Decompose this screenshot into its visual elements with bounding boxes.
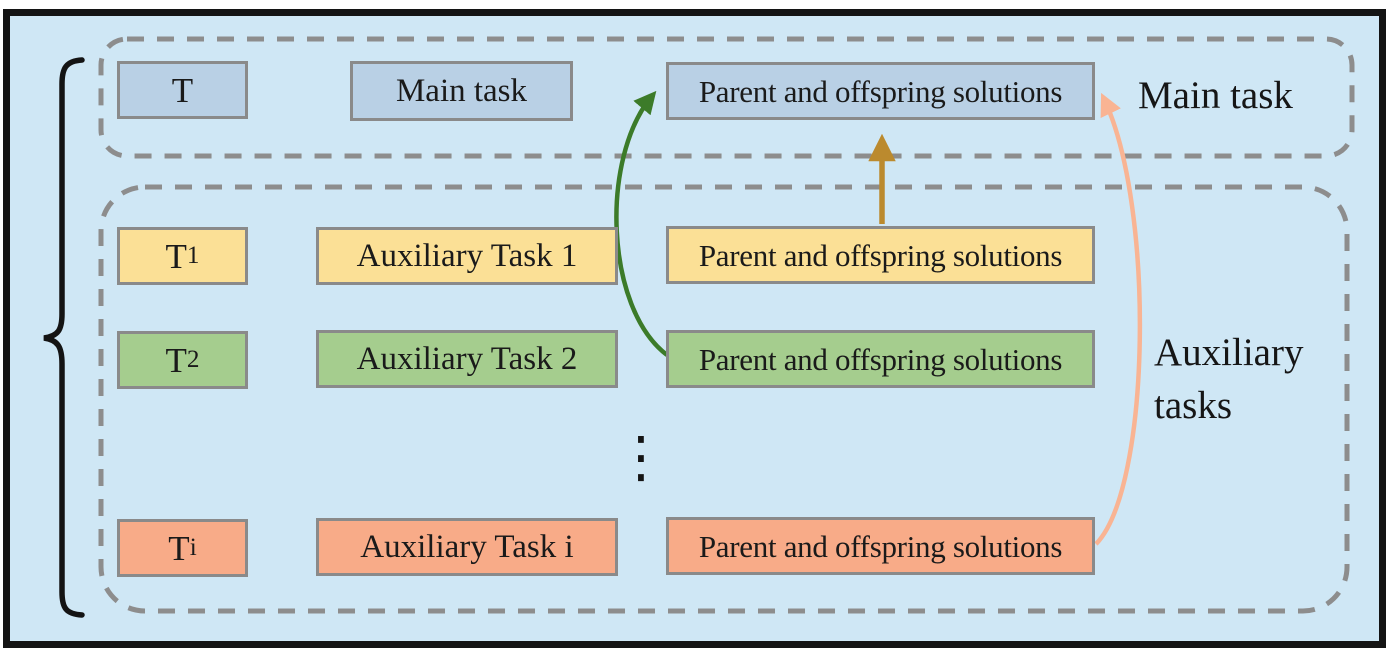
aux-task-1-id-subscript: 1 [186, 242, 200, 270]
aux-task-2-name: Auxiliary Task 2 [356, 340, 578, 377]
main-task-region-label: Main task [1138, 74, 1293, 117]
aux-task-2-solutions-box: Parent and offspring solutions [666, 330, 1095, 388]
aux-task-i-solutions-label: Parent and offspring solutions [698, 528, 1063, 564]
aux-task-i-name-box: Auxiliary Task i [316, 518, 618, 576]
aux-task-1-solutions-label: Parent and offspring solutions [698, 237, 1063, 273]
main-task-name-box: Main task [350, 61, 573, 121]
aux-task-2-solutions-label: Parent and offspring solutions [698, 341, 1063, 377]
aux-task-2-id: T [165, 340, 187, 380]
aux-task-1-solutions-box: Parent and offspring solutions [666, 226, 1095, 284]
aux-task-2-id-subscript: 2 [186, 346, 200, 374]
aux-task-1-id: T [165, 236, 187, 276]
main-task-solutions-box: Parent and offspring solutions [666, 62, 1095, 120]
aux-task-i-name: Auxiliary Task i [360, 528, 574, 565]
aux-task-1-name-box: Auxiliary Task 1 [316, 227, 618, 285]
aux-task-i-id-subscript: i [189, 534, 197, 562]
auxiliary-tasks-region-label: Auxiliary tasks [1154, 326, 1303, 432]
aux-task-1-name: Auxiliary Task 1 [356, 237, 578, 274]
main-task-name: Main task [395, 72, 528, 109]
auxiliary-tasks-label-line1: Auxiliary [1154, 331, 1304, 374]
vertical-ellipsis: ⋮ [613, 425, 669, 490]
main-task-id-box: T [117, 61, 248, 119]
aux-task-i-solutions-box: Parent and offspring solutions [666, 517, 1095, 575]
aux-task-i-id: T [168, 528, 190, 568]
auxiliary-tasks-label-line2: tasks [1154, 384, 1232, 427]
aux-task-2-name-box: Auxiliary Task 2 [316, 330, 618, 388]
main-task-id: T [171, 70, 194, 110]
main-task-solutions-label: Parent and offspring solutions [698, 73, 1063, 109]
